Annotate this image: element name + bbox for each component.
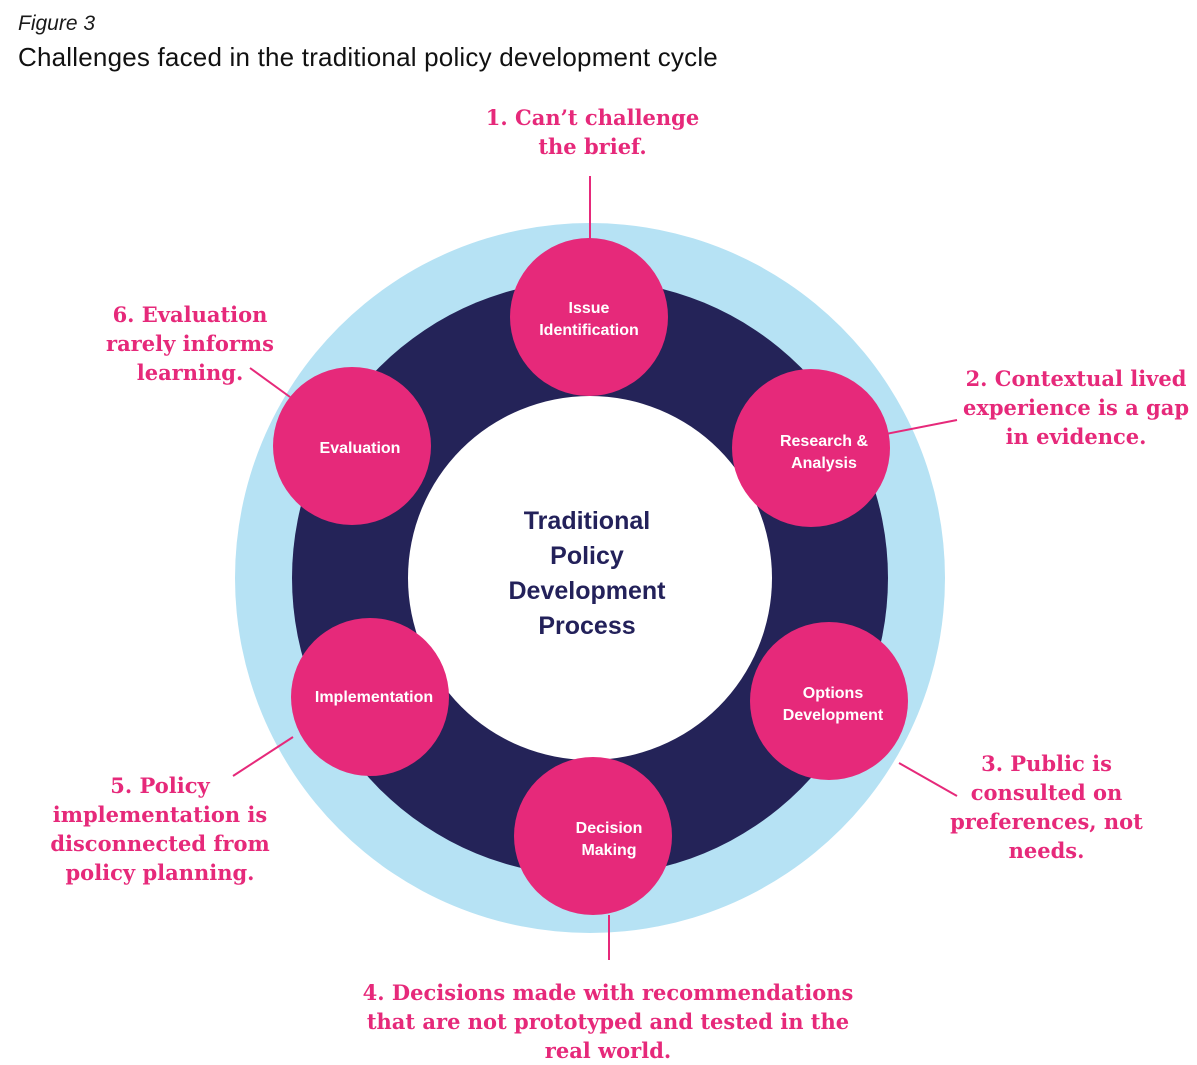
challenge-callout-2: 2. Contextual lived experience is a gap …: [962, 366, 1190, 449]
stage-circle-issue-identification: [510, 238, 668, 396]
stage-label-evaluation: Evaluation: [319, 440, 401, 457]
figure-label: Figure 3: [18, 12, 96, 35]
center-white-disc: [408, 396, 772, 760]
connector-line-5: [232, 736, 294, 777]
stage-label-implementation: Implementation: [314, 689, 434, 706]
challenge-callout-5: 5. Policy implementation is disconnected…: [50, 773, 270, 885]
stage-circle-research-analysis: [732, 369, 890, 527]
stage-circle-implementation: [291, 618, 449, 776]
connector-line-6: [249, 367, 291, 398]
center-title: Traditional Policy Development Process: [508, 507, 666, 640]
challenge-callout-4: 4. Decisions made with recommendations t…: [362, 980, 854, 1063]
stage-label-research-analysis: Research & Analysis: [779, 433, 869, 472]
stage-circle-decision-making: [514, 757, 672, 915]
figure-title: Challenges faced in the traditional poli…: [18, 42, 718, 72]
stage-label-issue-identification: Issue Identification: [539, 300, 639, 339]
stage-circle-options-development: [750, 622, 908, 780]
challenge-callout-6: 6. Evaluation rarely informs learning.: [106, 302, 274, 385]
connector-line-2: [885, 419, 958, 435]
stage-label-options-development: Options Development: [782, 685, 884, 724]
stage-label-decision-making: Decision Making: [575, 820, 643, 859]
stage-circle-evaluation: [273, 367, 431, 525]
challenge-callout-1: 1. Can’t challenge the brief.: [485, 105, 700, 159]
challenge-callout-3: 3. Public is consulted on preferences, n…: [950, 751, 1143, 863]
connector-line-3: [898, 762, 958, 797]
